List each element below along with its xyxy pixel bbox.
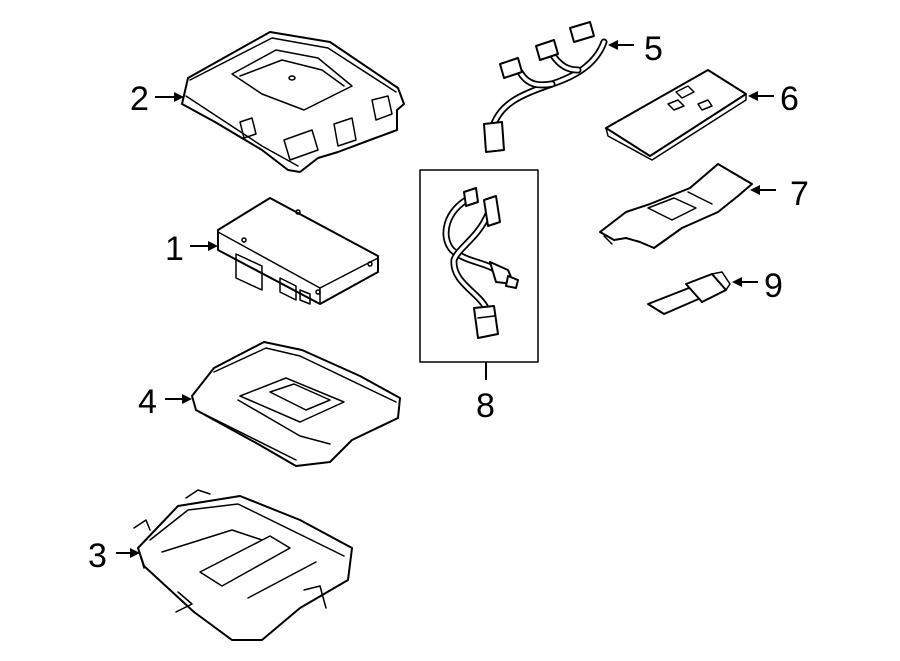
arrowhead-3 (130, 548, 140, 558)
part-7-shield-plate (599, 163, 753, 249)
part-9-usb-key (647, 271, 731, 315)
callout-9: 9 (764, 267, 783, 305)
arrowhead-1 (208, 241, 218, 251)
harness-frame (419, 169, 539, 363)
part-3-bracket (133, 489, 353, 641)
callout-2: 2 (130, 80, 149, 118)
callout-1: 1 (165, 230, 184, 268)
part-5-wire-harness (483, 21, 608, 153)
callout-3: 3 (88, 537, 107, 575)
callout-4: 4 (138, 383, 157, 421)
arrowhead-4 (182, 394, 192, 404)
callout-8: 8 (476, 387, 495, 425)
part-2-module-housing (181, 31, 405, 173)
part-4-tray (191, 341, 401, 467)
part-6-panel (605, 69, 747, 161)
arrowhead-7 (750, 185, 760, 195)
part-8-harness-box (419, 169, 539, 363)
callout-6: 6 (780, 80, 799, 118)
part-1-control-module (217, 197, 379, 305)
callout-7: 7 (790, 175, 809, 213)
callout-5: 5 (644, 30, 663, 68)
arrowhead-9 (732, 277, 742, 287)
arrowhead-2 (174, 92, 184, 102)
arrowhead-5 (608, 40, 618, 50)
arrowhead-6 (748, 91, 758, 101)
